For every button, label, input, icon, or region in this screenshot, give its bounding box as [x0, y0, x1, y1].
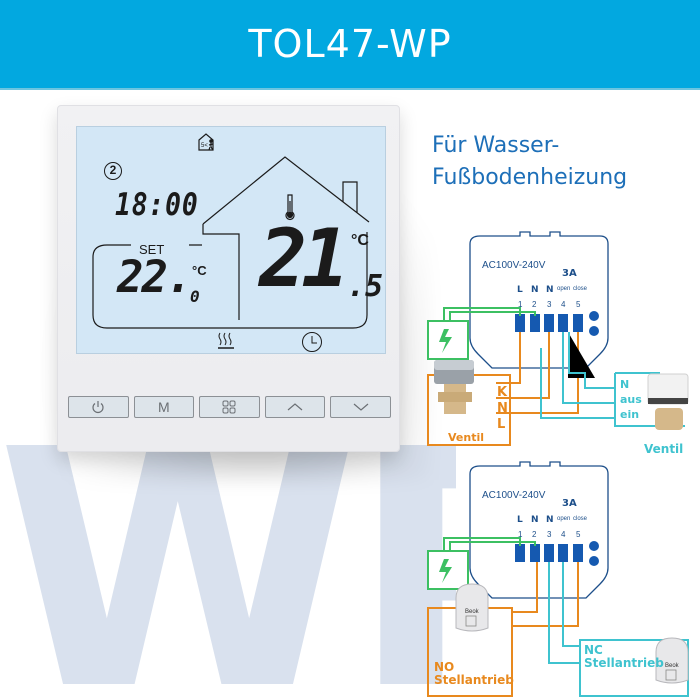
- menu-button[interactable]: [199, 396, 260, 418]
- wp-watermark: WP: [0, 445, 456, 700]
- left-valve-label: Ventil: [448, 431, 485, 444]
- terminal-number-5: 5: [576, 530, 581, 539]
- terminal-number-2: 2: [532, 530, 537, 539]
- mode-label: M: [158, 399, 170, 415]
- chevron-down-icon: [353, 403, 369, 411]
- terminal-label-4: open: [557, 516, 571, 522]
- product-title: TOL47-WP: [248, 22, 452, 66]
- terminal-label-4: open: [557, 286, 571, 292]
- wiring-diagram-actuator: Beok Beok AC100V-240V 3A L N N open clos…: [420, 458, 700, 700]
- room-unit: °C: [351, 232, 369, 249]
- valve-actuator-right-icon: [647, 373, 689, 430]
- nc-actuator-label: NC Stellantrieb: [584, 643, 664, 670]
- terminal-number-4: 4: [561, 530, 566, 539]
- chevron-up-icon: [287, 403, 303, 411]
- wiring-graphics-valve: [427, 231, 689, 446]
- svg-text:Beok: Beok: [665, 663, 680, 669]
- heating-icon: [218, 332, 234, 349]
- wiring-graphics-actuator: Beok Beok: [427, 461, 689, 697]
- set-label: SET: [139, 242, 165, 257]
- actuator-nc-icon: Beok: [655, 637, 689, 684]
- pin-l: L: [497, 417, 506, 432]
- power-icon: [92, 401, 104, 414]
- terminal-label-2: N: [531, 515, 539, 525]
- terminal-label-3: N: [546, 285, 554, 295]
- pin-ein: ein: [620, 408, 640, 421]
- room-temperature-decimal: .5: [347, 269, 384, 304]
- thermostat-device: 5<: [57, 105, 400, 452]
- terminal-label-1: L: [517, 515, 523, 525]
- current-rating: 3A: [562, 498, 577, 509]
- terminal-label-1: L: [517, 285, 523, 295]
- terminal-label-3: N: [546, 515, 554, 525]
- lcd-display: 5<: [76, 126, 386, 354]
- set-temperature: 22.: [117, 252, 192, 303]
- terminal-number-5: 5: [576, 300, 581, 309]
- terminal-number-3: 3: [547, 530, 552, 539]
- set-temperature-decimal: 0: [190, 287, 200, 306]
- program-number: 2: [104, 162, 122, 180]
- pin-aus: aus: [620, 393, 642, 406]
- power-supply-icon: [439, 329, 452, 353]
- room-temperature: 21: [259, 212, 349, 305]
- supply-voltage: AC100V-240V: [482, 490, 546, 501]
- down-button[interactable]: [330, 396, 391, 418]
- pin-k: K: [497, 385, 508, 400]
- heading-line-1: Für Wasser-: [432, 133, 560, 158]
- svg-text:Beok: Beok: [465, 609, 480, 615]
- clock-icon: [302, 332, 322, 352]
- right-valve-label: Ventil: [644, 442, 684, 456]
- power-supply-icon: [439, 559, 452, 583]
- terminal-number-4: 4: [561, 300, 566, 309]
- terminal-label-5: close: [573, 516, 588, 522]
- pin-n: N: [497, 401, 508, 416]
- terminal-label-2: N: [531, 285, 539, 295]
- heading-line-2: Fußbodenheizung: [432, 165, 628, 190]
- supply-voltage: AC100V-240V: [482, 260, 546, 271]
- terminal-label-5: close: [573, 286, 588, 292]
- application-heading: Für Wasser- Fußbodenheizung: [432, 130, 627, 194]
- lcd-graphics: 5<: [92, 133, 370, 352]
- pin-n-right: N: [620, 378, 630, 391]
- grid-menu-icon: [222, 400, 236, 414]
- set-unit: °C: [192, 263, 207, 278]
- terminal-number-2: 2: [532, 300, 537, 309]
- thermometer-icon: [285, 194, 295, 220]
- terminal-number-3: 3: [547, 300, 552, 309]
- power-button[interactable]: [68, 396, 129, 418]
- wiring-diagram-valve: AC100V-240V 3A L N N open close 1 2 3 4 …: [420, 228, 700, 458]
- terminal-number-1: 1: [518, 300, 523, 309]
- actuator-no-icon: Beok: [455, 583, 489, 632]
- terminal-number-1: 1: [518, 530, 523, 539]
- button-row: M: [68, 396, 391, 420]
- title-banner: TOL47-WP: [0, 0, 700, 90]
- up-button[interactable]: [264, 396, 326, 418]
- svg-text:5<: 5<: [201, 143, 208, 149]
- house-away-icon: 5<: [198, 133, 214, 151]
- mode-button[interactable]: M: [133, 396, 195, 418]
- clock-time: 18:00: [115, 187, 199, 223]
- valve-actuator-left-icon: [434, 360, 474, 414]
- current-rating: 3A: [562, 268, 577, 279]
- no-actuator-label: NO Stellantrieb: [434, 660, 514, 687]
